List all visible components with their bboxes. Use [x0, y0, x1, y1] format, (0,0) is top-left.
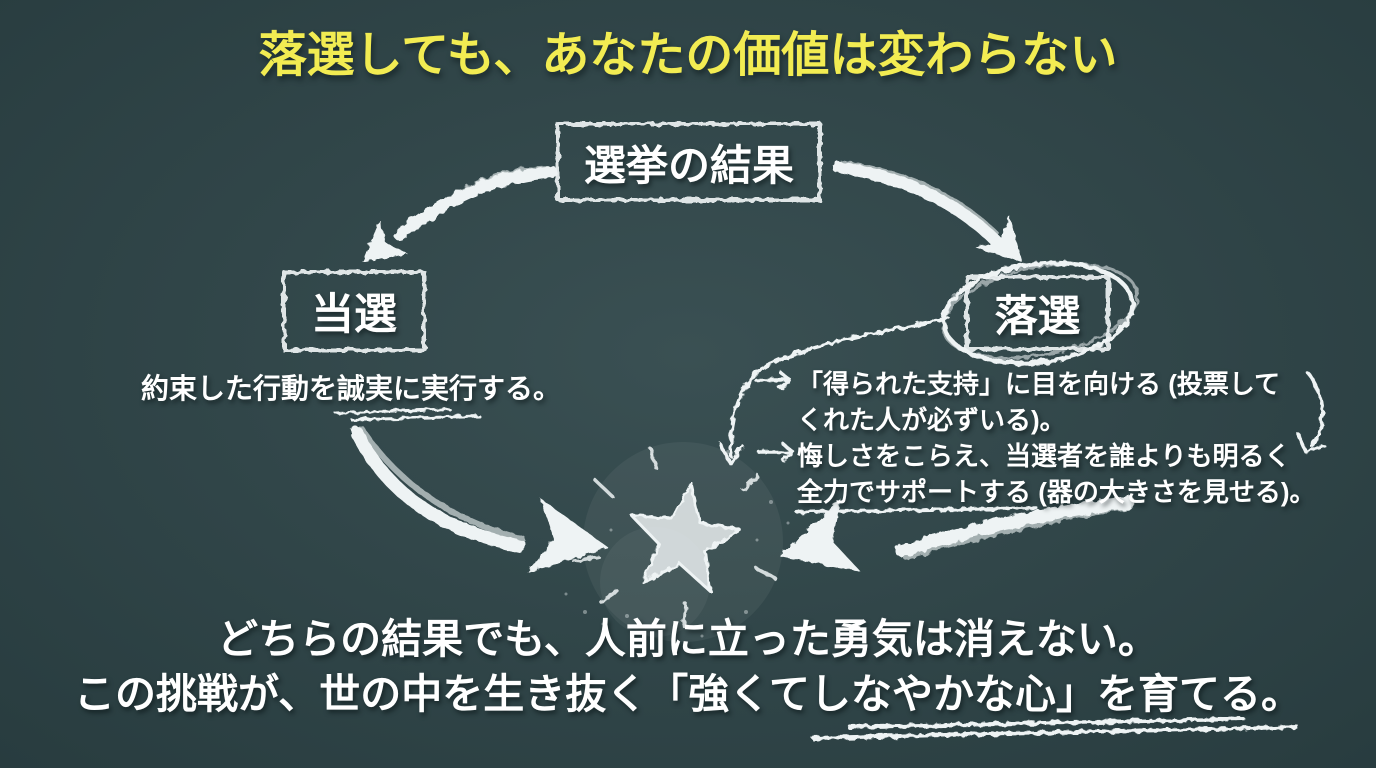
result-node-label: 選挙の結果 — [583, 141, 794, 189]
chalk-arrow-to-star-left-icon — [350, 425, 609, 572]
footer-line-2: この挑戦が、世の中を生き抜く「強くてしなやかな心」を育てる。 — [74, 671, 1302, 717]
lose-note: 悔しさをこらえ、当選者を誰よりも明るく 全力でサポートする (器の大きさを見せる… — [797, 441, 1316, 507]
win-note: 約束した行動を誠実に実行する。 — [141, 373, 562, 404]
lose-note: 「得られた支持」に目を向ける (投票して くれた人が必ずいる)。 — [797, 369, 1281, 435]
footer-message: どちらの結果でも、人前に立った勇気は消えない。 この挑戦が、世の中を生き抜く「強… — [0, 612, 1376, 722]
chalk-curve-arrow-down-icon — [718, 442, 744, 466]
chalk-arrow-down-right-icon — [832, 160, 1022, 262]
sparkle-dashes-icon — [572, 446, 777, 628]
small-arrow-right-icon — [757, 442, 795, 462]
win-node-label: 当選 — [311, 291, 397, 339]
small-arrow-right-icon — [754, 370, 792, 390]
chalk-dust-icon — [564, 450, 790, 638]
lose-notes: 「得られた支持」に目を向ける (投票して くれた人が必ずいる)。 悔しさをこらえ… — [797, 366, 1357, 510]
chalk-star-icon — [629, 481, 742, 593]
footer-line-1: どちらの結果でも、人前に立った勇気は消えない。 — [217, 616, 1159, 662]
page-title: 落選しても、あなたの価値は変わらない — [258, 29, 1118, 82]
lose-node-label: 落選 — [994, 293, 1081, 341]
chalk-arrow-down-left-icon — [362, 165, 558, 262]
